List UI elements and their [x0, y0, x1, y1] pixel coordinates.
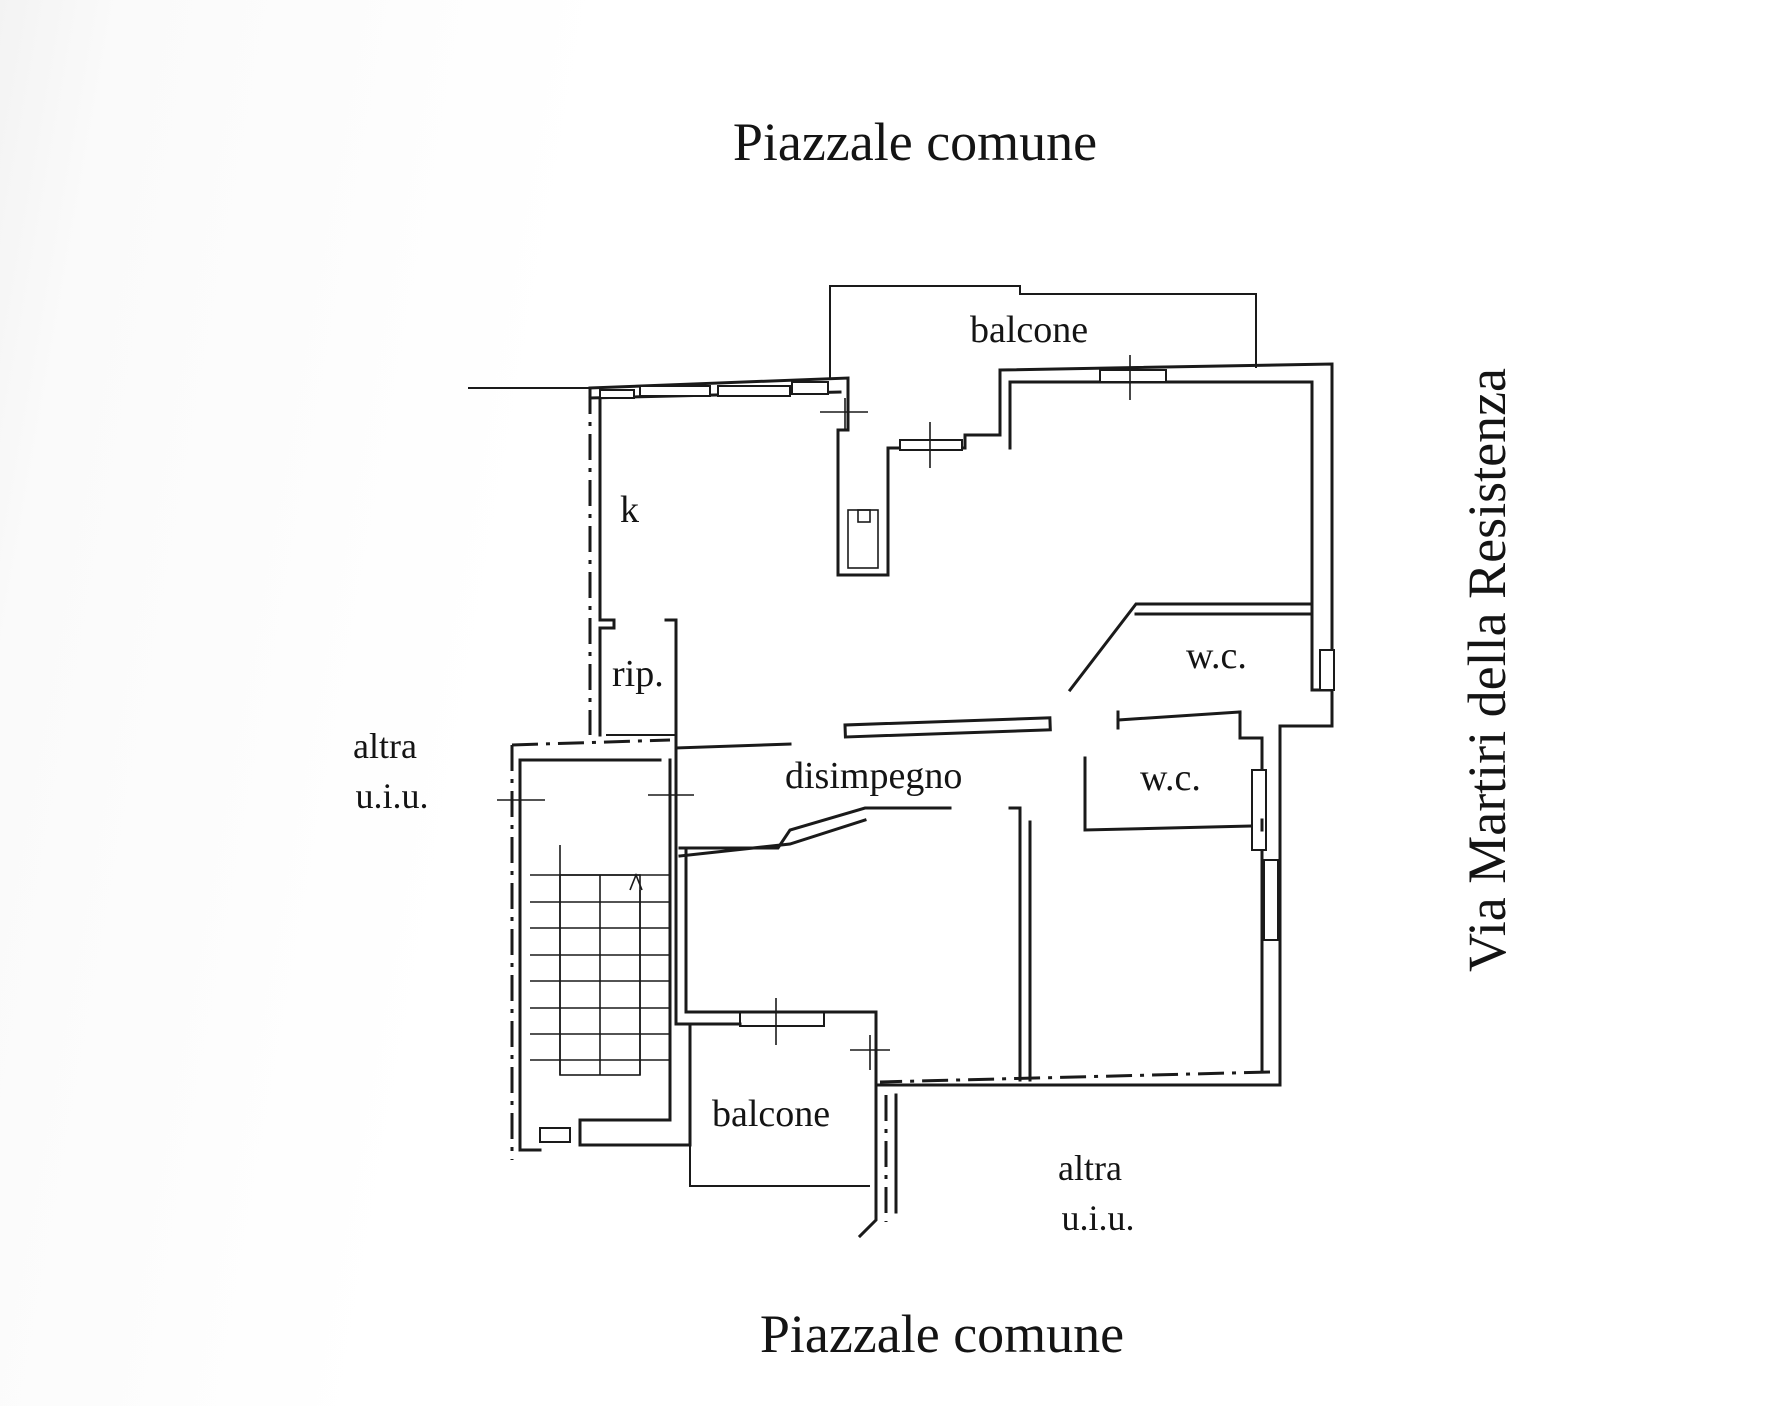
wc-upper-label: w.c.: [1186, 635, 1247, 677]
windows: [539, 355, 1335, 1143]
balcony-bottom-label: balcone: [712, 1093, 830, 1135]
other-unit-bottom-line2: u.i.u.: [1061, 1198, 1134, 1238]
storage-label: rip.: [612, 653, 664, 695]
bottom-title: Piazzale comune: [760, 1304, 1124, 1364]
street-label: Via Martiri della Resistenza: [1457, 368, 1517, 972]
exterior-walls: [468, 362, 1334, 1087]
balcony-top-label: balcone: [970, 309, 1088, 351]
kitchen-label: k: [620, 489, 639, 531]
balcony-top: [829, 285, 1257, 378]
interior-walls: [606, 602, 1314, 1087]
stairwell: [497, 738, 694, 1160]
hallway-label: disimpegno: [785, 755, 962, 797]
other-unit-left-line1: altra: [353, 726, 417, 766]
balcony-bottom: [689, 1035, 898, 1239]
top-title: Piazzale comune: [733, 112, 1097, 172]
other-unit-left-line2: u.i.u.: [355, 776, 428, 816]
other-unit-bottom-line1: altra: [1058, 1148, 1122, 1188]
wc-lower-label: w.c.: [1140, 757, 1201, 799]
